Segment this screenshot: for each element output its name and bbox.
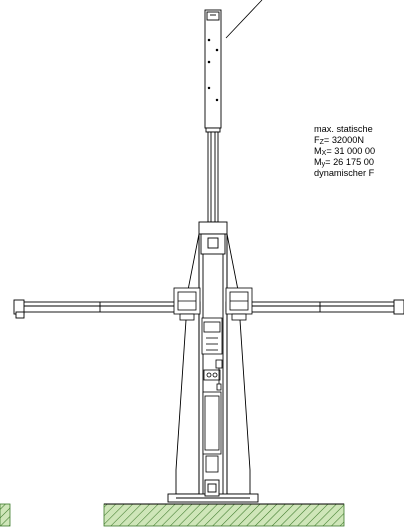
actuator (215, 359, 223, 391)
load-annotation: max. statische FZ= 32000N MX= 31 000 00 … (314, 124, 375, 179)
annotation-line-dynamic: dynamischer F (314, 168, 375, 178)
pivot-right (225, 287, 253, 321)
mast-column (204, 9, 222, 223)
leader-line (225, 0, 263, 39)
annotation-line-static: max. statische (314, 124, 373, 134)
pivot-left (173, 287, 201, 321)
annotation-line-mx: MX= 31 000 00 (314, 146, 376, 157)
arm-right (225, 299, 404, 315)
annotation-line-my: My= 26 175 00 (314, 157, 374, 168)
annotation-line-fz: FZ= 32000N (314, 135, 365, 146)
ground-right (103, 503, 345, 527)
control-panel (201, 317, 223, 473)
column-head (198, 221, 228, 255)
arm-left (13, 299, 201, 319)
ground-left (0, 503, 11, 527)
